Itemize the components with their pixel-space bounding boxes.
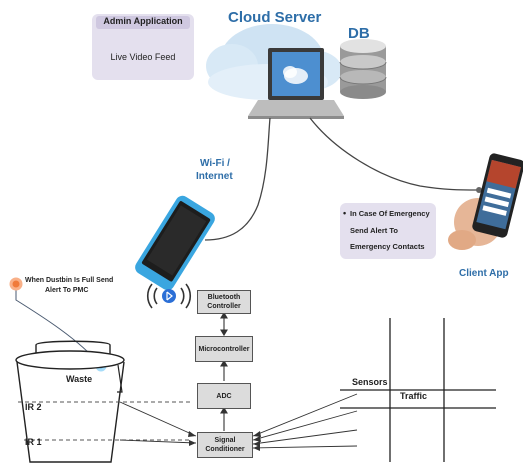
wifi-internet-label-2: Internet xyxy=(196,171,233,182)
laptop-icon xyxy=(248,48,344,119)
smartphone-icon xyxy=(135,195,215,291)
wifi-internet-label-1: Wi-Fi / xyxy=(200,158,230,169)
ir1-label: IR 1 xyxy=(25,437,42,447)
admin-application-panel: Admin Application Live Video Feed xyxy=(92,14,194,80)
traffic-lines xyxy=(340,318,496,462)
emergency-line-1: In Case Of Emergency xyxy=(350,209,430,218)
ir2-label: IR 2 xyxy=(25,402,42,412)
db-label: DB xyxy=(348,25,370,42)
bluetooth-signal-icon xyxy=(146,283,192,309)
live-video-feed-label: Live Video Feed xyxy=(110,52,176,62)
signal-conditioner-label: Signal Conditioner xyxy=(205,437,245,453)
block-arrows xyxy=(220,311,228,431)
emergency-alert-panel: • In Case Of Emergency Send Alert To Eme… xyxy=(340,203,436,259)
admin-title: Admin Application xyxy=(103,16,183,26)
bluetooth-controller-block: Bluetooth Controller xyxy=(197,290,251,314)
database-icon xyxy=(339,39,387,99)
cloud-server-title: Cloud Server xyxy=(228,9,322,26)
admin-title-bar xyxy=(96,16,190,29)
emergency-bullet: • xyxy=(343,208,347,218)
microcontroller-label: Microcontroller xyxy=(198,345,250,353)
adc-block: ADC xyxy=(197,383,251,409)
sensors-label: Sensors xyxy=(352,377,388,387)
traffic-label: Traffic xyxy=(400,391,428,401)
microcontroller-block: Microcontroller xyxy=(195,336,253,362)
alert-led-icon xyxy=(9,277,23,291)
signal-conditioner-block: Signal Conditioner xyxy=(197,432,253,458)
emergency-line-2: Send Alert To xyxy=(350,226,398,235)
cloud-to-client-line xyxy=(309,117,479,191)
client-phone-icon xyxy=(448,153,523,250)
bluetooth-controller-label: Bluetooth Controller xyxy=(207,294,241,310)
sensor-lines xyxy=(119,393,358,449)
waste-label: Waste xyxy=(66,374,93,384)
emergency-line-3: Emergency Contacts xyxy=(350,242,425,251)
cloud-to-phone-line xyxy=(204,117,271,241)
adc-label: ADC xyxy=(216,392,232,400)
dustbin-alert-line-2: Alert To PMC xyxy=(45,287,89,294)
dustbin-icon xyxy=(15,340,190,463)
dustbin-alert-line-1: When Dustbin Is Full Send xyxy=(25,277,114,284)
client-app-label: Client App xyxy=(459,268,509,279)
